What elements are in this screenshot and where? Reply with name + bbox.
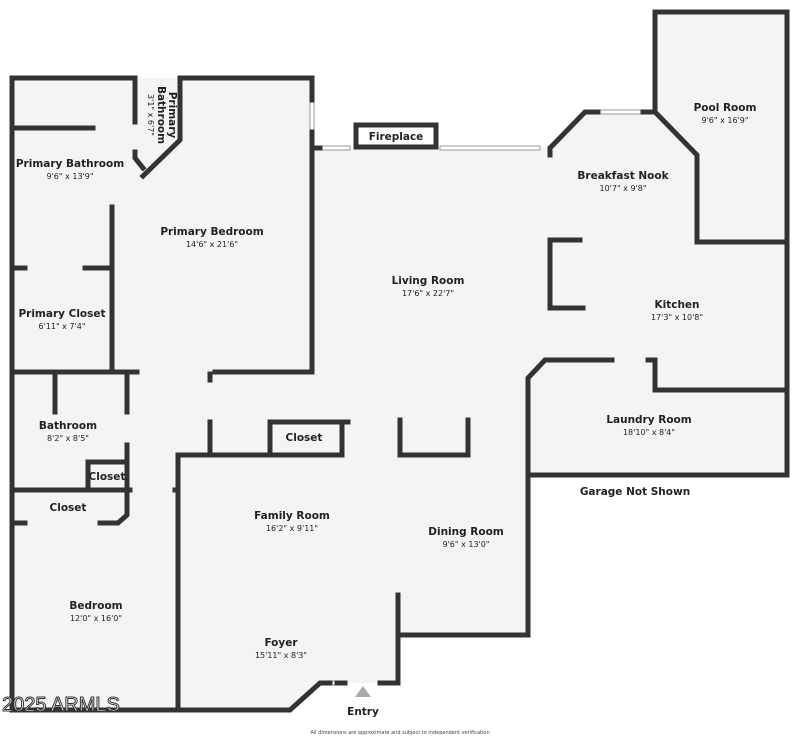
room-primary-bathroom-small: Primary Bathroom 3'1" x 6'7" — [146, 86, 178, 144]
room-dims: 18'10" x 8'4" — [623, 428, 675, 437]
room-breakfast-nook: Breakfast Nook 10'7" x 9'8" — [577, 170, 669, 193]
room-primary-bedroom: Primary Bedroom 14'6" x 21'6" — [160, 226, 263, 249]
room-name: Bathroom — [39, 420, 97, 432]
room-name: Dining Room — [428, 526, 504, 538]
room-name: Primary Bedroom — [160, 226, 263, 238]
room-name: Pool Room — [694, 102, 757, 114]
room-living-room: Living Room 17'6" x 22'7" — [392, 275, 465, 298]
fireplace: Fireplace — [353, 122, 439, 150]
entry-arrow-icon — [355, 686, 371, 697]
entry-label: Entry — [347, 706, 379, 718]
room-name: Primary Bathroom — [16, 158, 124, 170]
room-name: Living Room — [392, 275, 465, 287]
room-dims: 17'3" x 10'8" — [651, 313, 703, 322]
room-dims: 12'0" x 16'0" — [70, 614, 122, 623]
room-name: Kitchen — [654, 299, 699, 311]
room-name: Laundry Room — [606, 414, 691, 426]
walls — [9, 9, 790, 713]
room-dims: 3'1" x 6'7" — [146, 94, 155, 136]
room-name: Primary Closet — [18, 308, 105, 320]
garage-label: Garage Not Shown — [580, 486, 690, 498]
disclaimer: All dimensions are approximate and subje… — [310, 730, 489, 736]
room-dims: 8'2" x 8'5" — [47, 434, 89, 443]
watermark: 2025 ARMLS — [2, 694, 120, 716]
room-dims: 10'7" x 9'8" — [599, 184, 646, 193]
room-dims: 14'6" x 21'6" — [186, 240, 238, 249]
room-kitchen: Kitchen 17'3" x 10'8" — [651, 299, 703, 322]
closet-hall-label: Closet — [286, 432, 323, 444]
room-dims: 9'6" x 13'0" — [442, 540, 489, 549]
room-dims: 17'6" x 22'7" — [402, 289, 454, 298]
room-dining-room: Dining Room 9'6" x 13'0" — [428, 526, 504, 549]
room-primary-bathroom: Primary Bathroom 9'6" x 13'9" — [16, 158, 124, 181]
room-family-room: Family Room 16'2" x 9'11" — [254, 510, 330, 533]
room-name-line2: Bathroom — [155, 86, 167, 144]
room-laundry-room: Laundry Room 18'10" x 8'4" — [606, 414, 691, 437]
closet-bedroom-label: Closet — [50, 502, 87, 514]
room-dims: 6'11" x 7'4" — [38, 322, 85, 331]
room-foyer: Foyer 15'11" x 8'3" — [255, 637, 307, 660]
room-primary-closet: Primary Closet 6'11" x 7'4" — [18, 308, 105, 331]
room-name: Bedroom — [69, 600, 122, 612]
room-name: Primary — [166, 92, 178, 139]
room-dims: 15'11" x 8'3" — [255, 651, 307, 660]
room-bedroom: Bedroom 12'0" x 16'0" — [69, 600, 122, 623]
floor-areas — [12, 12, 787, 710]
closet-bath-label: Closet — [89, 471, 126, 483]
room-dims: 9'6" x 13'9" — [46, 172, 93, 181]
room-name: Family Room — [254, 510, 330, 522]
fireplace-label: Fireplace — [369, 131, 424, 143]
room-dims: 9'6" x 16'9" — [701, 116, 748, 125]
room-name: Foyer — [264, 637, 298, 649]
room-bathroom: Bathroom 8'2" x 8'5" — [39, 420, 97, 443]
room-dims: 16'2" x 9'11" — [266, 524, 318, 533]
room-pool-room: Pool Room 9'6" x 16'9" — [694, 102, 757, 125]
room-name: Breakfast Nook — [577, 170, 669, 182]
